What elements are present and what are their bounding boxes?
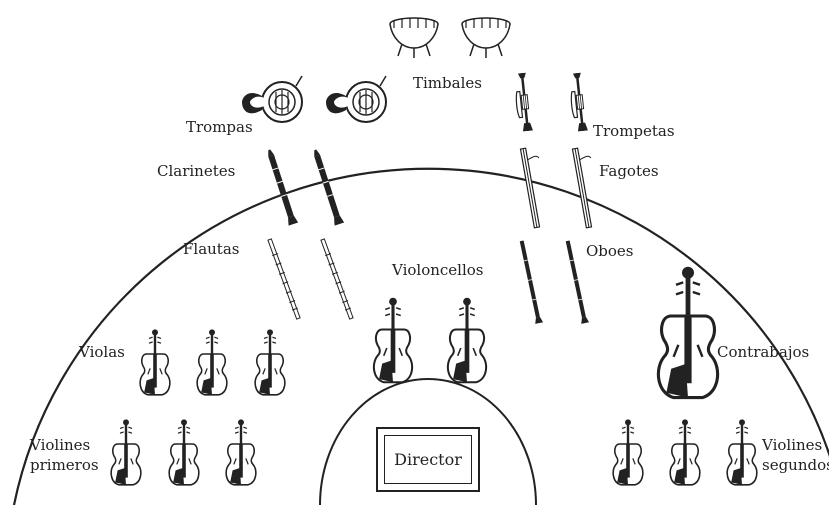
label-violoncellos: Violoncellos (392, 261, 484, 279)
oboe-icon (518, 240, 543, 324)
label-violines-segundos-line1: Violines (762, 436, 822, 454)
label-violines-primeros-line2: primeros (30, 456, 99, 474)
viola-icon (197, 329, 227, 394)
director-box: Director (376, 427, 480, 492)
label-clarinetes: Clarinetes (157, 162, 235, 180)
bassoon-icon (572, 146, 602, 228)
clarinet-icon (311, 148, 345, 225)
label-violines-primeros-line1: Violines (30, 436, 90, 454)
horn-icon (326, 76, 386, 122)
cello-icon (374, 298, 412, 382)
label-fagotes: Fagotes (599, 162, 659, 180)
bassoon-icon (520, 146, 550, 228)
trumpet-icon (568, 73, 587, 132)
violin-icon (226, 419, 256, 484)
viola-icon (140, 329, 170, 394)
violin-icon (670, 419, 700, 484)
contrabass-icon (658, 267, 717, 398)
label-timbales: Timbales (413, 74, 482, 92)
label-violas: Violas (79, 343, 125, 361)
timpani-icon (390, 18, 438, 58)
flute-icon (267, 239, 301, 320)
horn-icon (242, 76, 302, 122)
violin-icon (727, 419, 757, 484)
flute-icon (320, 239, 354, 320)
label-violines-segundos-line2: segundos (762, 456, 829, 474)
cello-icon (448, 298, 486, 382)
violin-icon (169, 419, 199, 484)
label-trompetas: Trompetas (593, 122, 675, 140)
director-inner-box: Director (384, 435, 472, 484)
violin-icon (111, 419, 141, 484)
violin-icon (613, 419, 643, 484)
timpani-icon (462, 18, 510, 58)
clarinet-icon (265, 148, 299, 225)
label-oboes: Oboes (586, 242, 634, 260)
label-trompas: Trompas (186, 118, 253, 136)
label-flautas: Flautas (183, 240, 239, 258)
trumpet-icon (513, 73, 532, 132)
viola-icon (255, 329, 285, 394)
label-contrabajos: Contrabajos (717, 343, 809, 361)
label-director: Director (394, 450, 462, 469)
